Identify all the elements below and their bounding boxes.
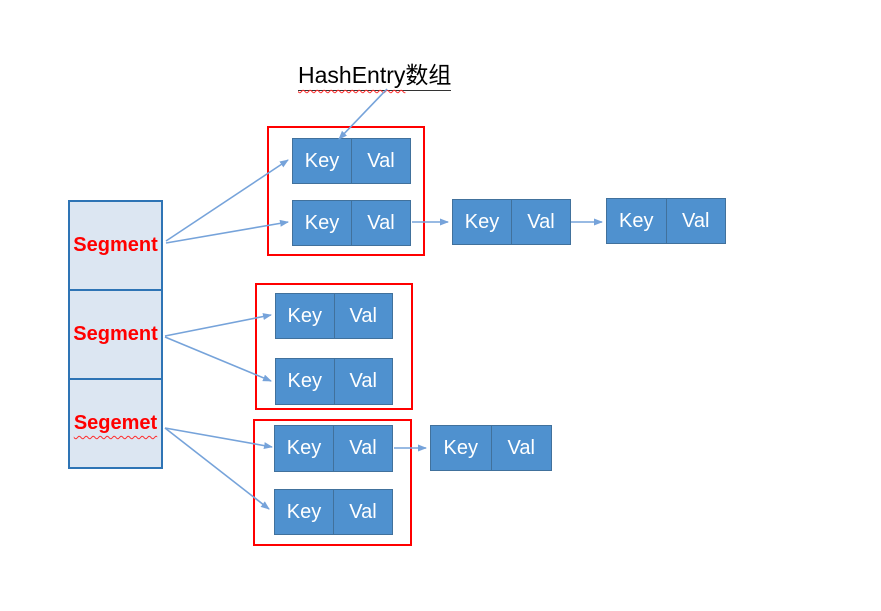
entry-key-cell: Key: [293, 201, 352, 245]
entry-val-cell: Val: [349, 304, 377, 327]
hashentry-node: Key Val: [275, 358, 393, 405]
hashentry-node: Key Val: [292, 138, 411, 184]
title-cjk: 数组: [405, 62, 452, 88]
entry-key-cell: Key: [276, 294, 335, 338]
entry-val-cell: Val: [507, 436, 535, 459]
hashentry-node: Key Val: [275, 293, 393, 339]
entry-key-cell: Key: [276, 359, 335, 404]
entry-key-cell: Key: [275, 490, 334, 534]
entry-val-cell: Val: [682, 209, 710, 232]
segment-label-1: Segment: [73, 234, 158, 256]
segment-label-2: Segment: [73, 323, 158, 345]
entry-val-cell: Val: [367, 149, 395, 172]
hashentry-node: Key Val: [274, 489, 393, 535]
title-text: HashEntry数组: [298, 56, 452, 91]
hashentry-node: Key Val: [452, 199, 571, 245]
segment-cell-3: Segemet: [68, 378, 163, 469]
hashentry-node: Key Val: [292, 200, 411, 246]
hashentry-node: Key Val: [606, 198, 726, 244]
entry-val-cell: Val: [527, 210, 555, 233]
entry-key-cell: Key: [293, 139, 352, 183]
segment-label-3: Segemet: [73, 412, 158, 434]
entry-key-cell: Key: [453, 200, 512, 244]
entry-val-cell: Val: [349, 437, 377, 459]
segment-cell-2: Segment: [68, 289, 163, 380]
entry-key-cell: Key: [431, 426, 492, 470]
entry-val-cell: Val: [367, 211, 395, 234]
segment-array: Segment Segment Segemet: [68, 200, 163, 469]
entry-val-cell: Val: [349, 370, 377, 392]
page-title: HashEntry数组: [298, 56, 452, 91]
entry-key-cell: Key: [607, 199, 667, 243]
entry-key-cell: Key: [275, 426, 334, 471]
hashentry-node: Key Val: [274, 425, 393, 472]
entry-val-cell: Val: [349, 500, 377, 523]
segment-cell-1: Segment: [68, 200, 163, 291]
hashentry-node: Key Val: [430, 425, 552, 471]
title-latin: HashEntry: [298, 62, 406, 88]
